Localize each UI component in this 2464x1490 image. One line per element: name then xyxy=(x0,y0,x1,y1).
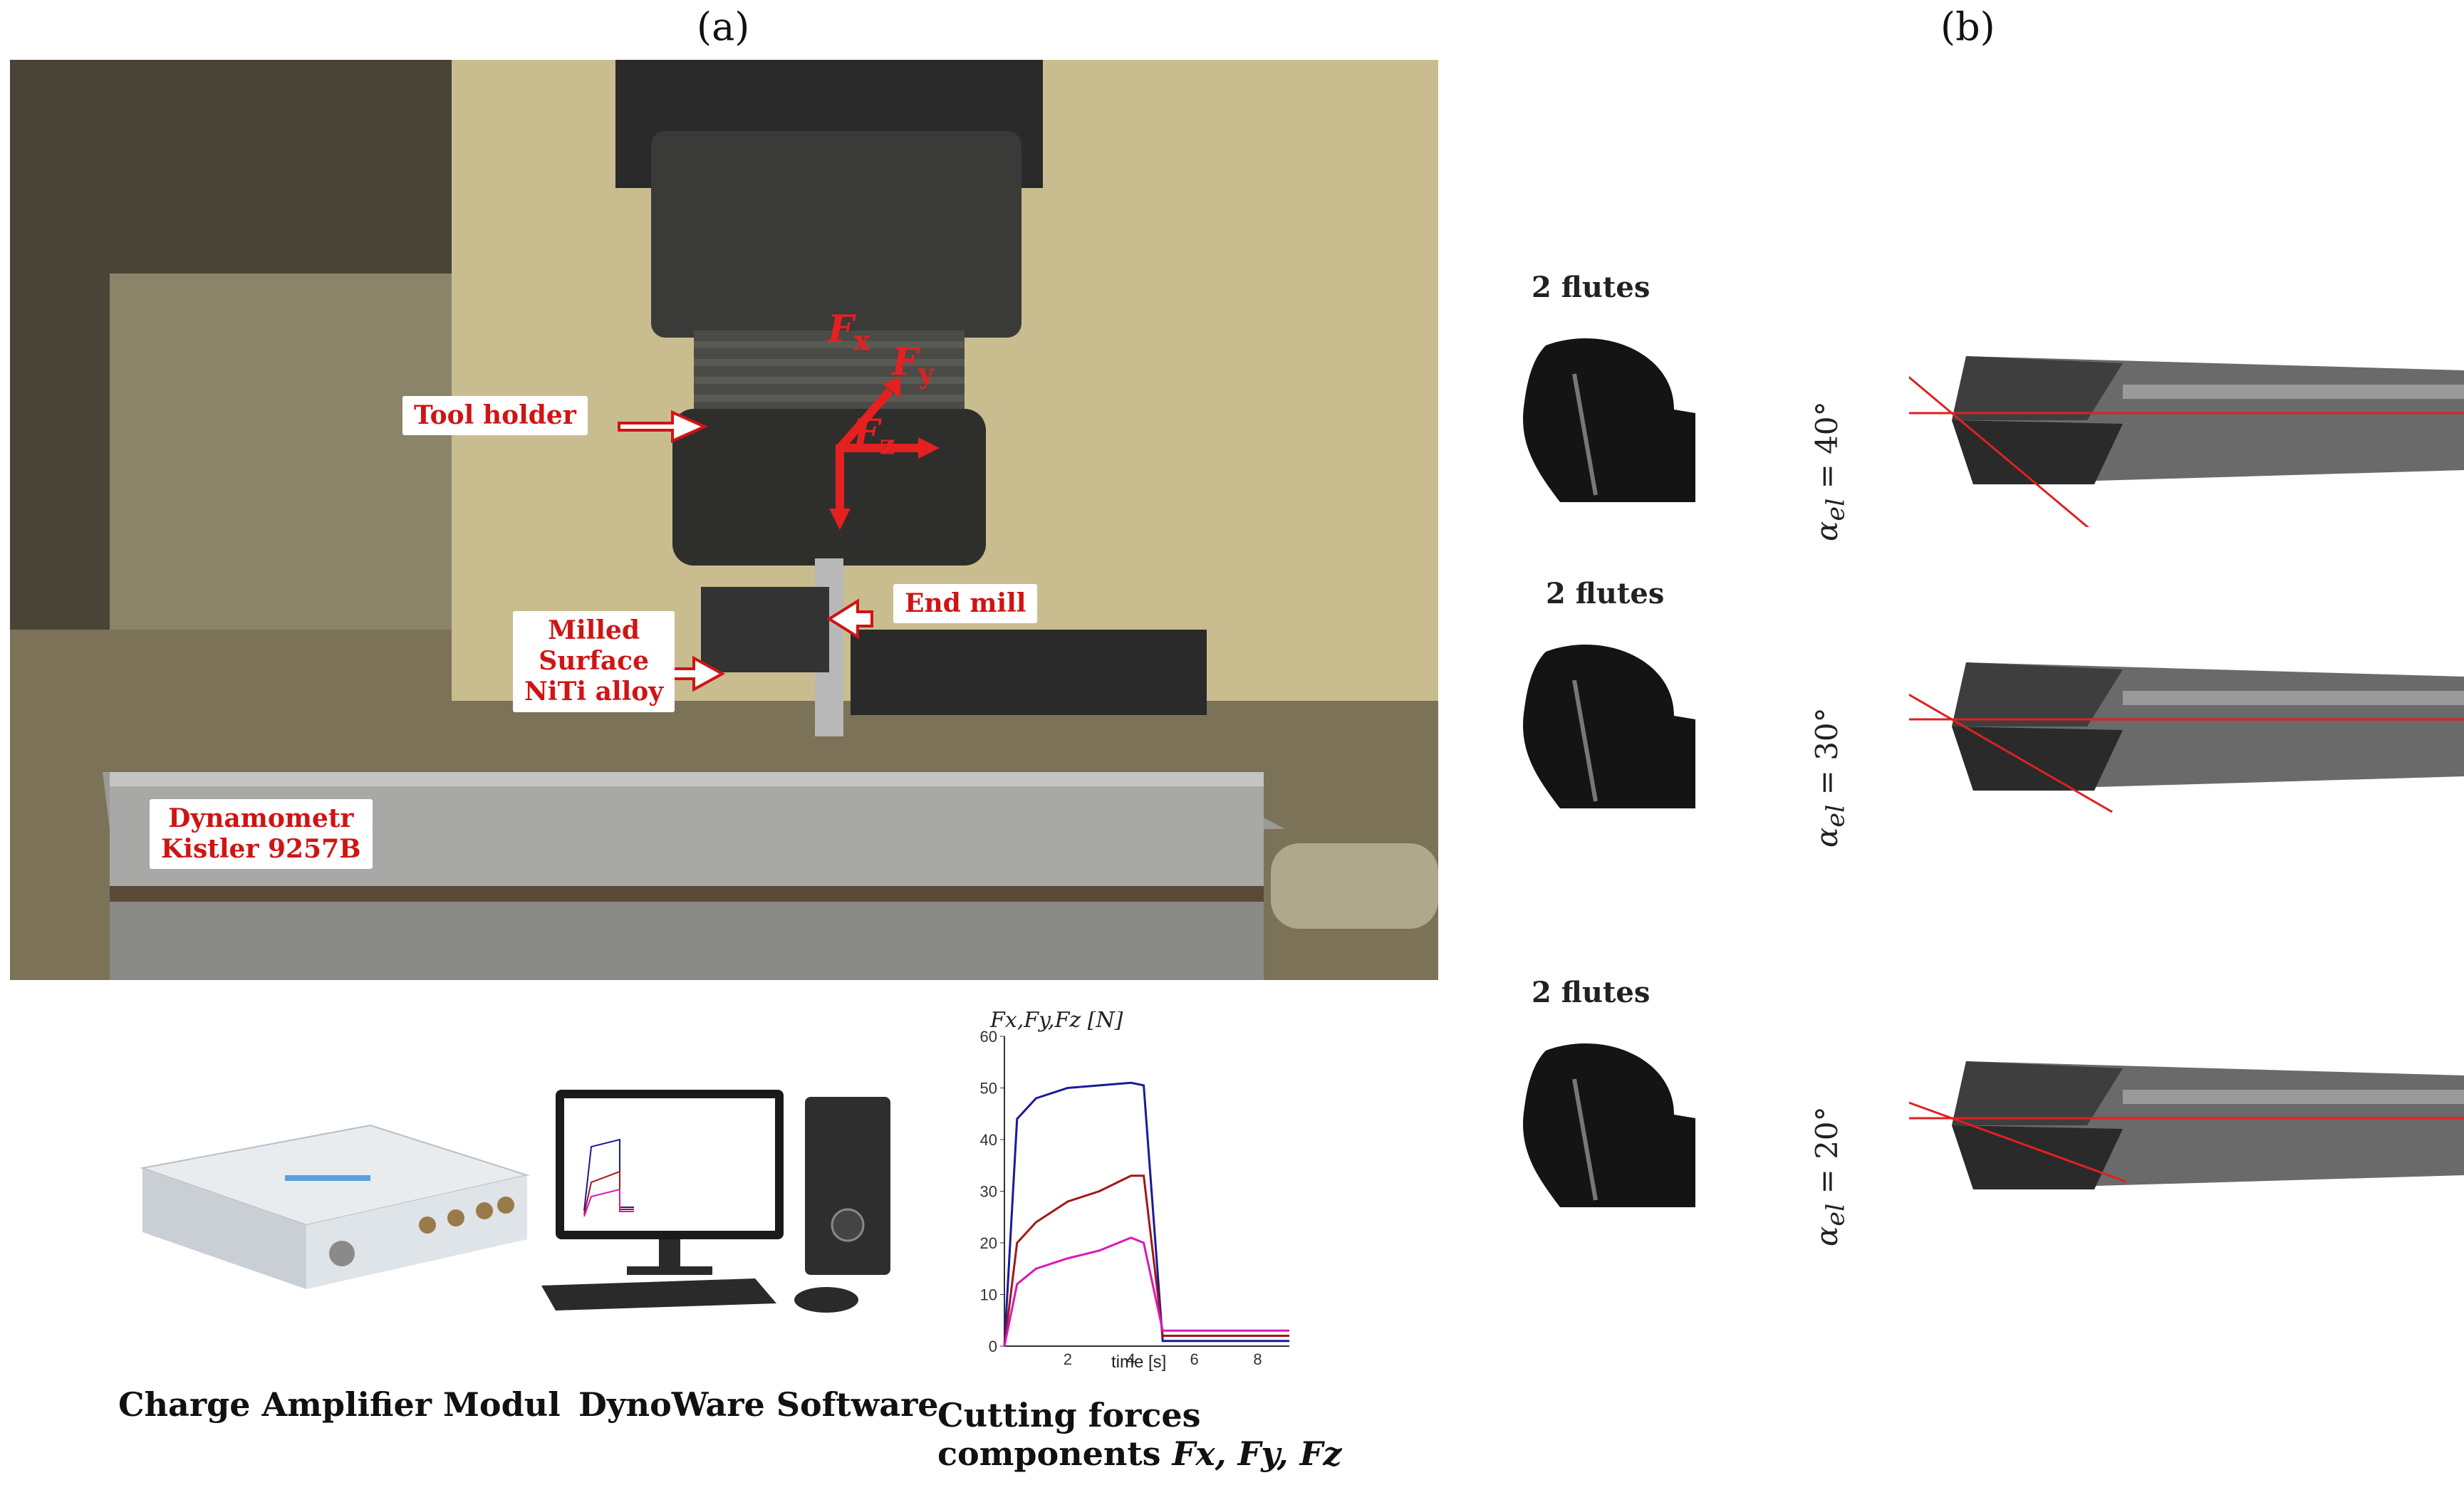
callout-milled-surface: Milled Surface NiTi alloy xyxy=(513,611,675,712)
callout-dyn-line1: Dynamometr xyxy=(168,803,354,833)
force-arrows xyxy=(829,377,940,530)
caption-forces-italic: Fx, Fy, Fz xyxy=(1172,1434,1342,1473)
machine-photo-drawing xyxy=(10,60,1438,980)
callout-milled-line2: Surface xyxy=(539,646,649,677)
caption-amplifier: Charge Amplifier Modul xyxy=(118,1385,561,1424)
chart-xtick-label: 8 xyxy=(1253,1350,1262,1368)
caption-forces: Cutting forces components Fx, Fy, Fz xyxy=(937,1396,1341,1473)
angle-label-2: αel = 30° xyxy=(1809,707,1850,848)
chart-ytick-label: 20 xyxy=(980,1234,997,1252)
callout-dyn-line2: Kistler 9257B xyxy=(161,834,361,865)
charge-amplifier-icon xyxy=(140,1124,530,1289)
chart-ytick-label: 40 xyxy=(980,1131,997,1149)
callout-end-mill: End mill xyxy=(893,584,1038,624)
chart-series-line-2 xyxy=(1003,1236,1289,1347)
caption-forces-line2: components Fx, Fy, Fz xyxy=(937,1434,1341,1473)
angle-label-1: αel = 40° xyxy=(1809,401,1850,541)
callout-milled-line3: NiTi alloy xyxy=(524,677,664,707)
angle-value: = 40° xyxy=(1809,401,1844,499)
flute-tip-image-3 xyxy=(1523,1043,1695,1207)
force-label-fz: Fz xyxy=(853,412,895,460)
angle-symbol: α xyxy=(1809,827,1844,848)
fx-text: F xyxy=(828,308,854,351)
caption-software: DynoWare Software xyxy=(578,1385,939,1424)
flute-tip-image-2 xyxy=(1523,645,1695,808)
computer-icon xyxy=(541,1090,890,1313)
force-label-fy: Fy xyxy=(892,340,934,389)
callout-dynamometer: Dynamometr Kistler 9257B xyxy=(150,799,373,870)
machine-photo xyxy=(10,60,1438,980)
fz-text: F xyxy=(853,412,880,455)
callout-arrows xyxy=(618,410,873,692)
force-chart: Fx,Fy,Fz [N] 0 10 20 30 40 50 60 2 4 6 8 time [s] xyxy=(980,1011,1289,1372)
chart-series-line-1 xyxy=(1003,1174,1289,1347)
chart-ytick-label: 10 xyxy=(980,1286,997,1304)
chart-xtick-label: 6 xyxy=(1190,1350,1199,1368)
panel-label-a: (a) xyxy=(697,4,750,49)
chart-series-line-0 xyxy=(1003,1081,1289,1347)
fy-sub: y xyxy=(917,357,935,390)
chart-xlabel: time [s] xyxy=(1111,1353,1166,1372)
end-mill-image-3 xyxy=(1909,1061,2464,1189)
angle-symbol: α xyxy=(1809,1226,1844,1246)
chart-xtick-label: 2 xyxy=(1064,1350,1072,1368)
angle-subscript: el xyxy=(1821,1203,1851,1226)
chart-ytick-label: 50 xyxy=(980,1080,997,1098)
callout-milled-line1: Milled xyxy=(548,615,640,645)
fx-sub: x xyxy=(853,324,870,357)
fz-sub: z xyxy=(879,428,895,461)
chart-ytick-label: 60 xyxy=(980,1028,997,1046)
caption-forces-prefix: components xyxy=(937,1434,1173,1473)
angle-subscript: el xyxy=(1821,804,1851,828)
flute-label-3: 2 flutes xyxy=(1532,976,1651,1009)
fy-text: F xyxy=(892,340,918,384)
chart-ylabel: Fx,Fy,Fz [N] xyxy=(989,1011,1123,1033)
callout-tool-holder: Tool holder xyxy=(402,396,588,436)
chart-ytick-label: 0 xyxy=(989,1338,997,1355)
angle-symbol: α xyxy=(1809,521,1844,541)
end-mill-image-1 xyxy=(1909,356,2464,527)
caption-forces-line1: Cutting forces xyxy=(937,1396,1201,1434)
panel-label-b: (b) xyxy=(1940,4,1995,49)
end-mill-image-2 xyxy=(1909,662,2464,813)
flute-label-1: 2 flutes xyxy=(1532,271,1651,304)
chart-xtick-label: 4 xyxy=(1127,1350,1135,1368)
flute-tip-image-1 xyxy=(1523,338,1695,502)
angle-subscript: el xyxy=(1821,498,1851,521)
angle-value: = 20° xyxy=(1809,1106,1844,1204)
flute-label-2: 2 flutes xyxy=(1546,577,1665,610)
angle-label-3: αel = 20° xyxy=(1809,1106,1850,1246)
force-label-fx: Fx xyxy=(828,308,870,356)
angle-value: = 30° xyxy=(1809,707,1844,805)
chart-ytick-label: 30 xyxy=(980,1183,997,1201)
